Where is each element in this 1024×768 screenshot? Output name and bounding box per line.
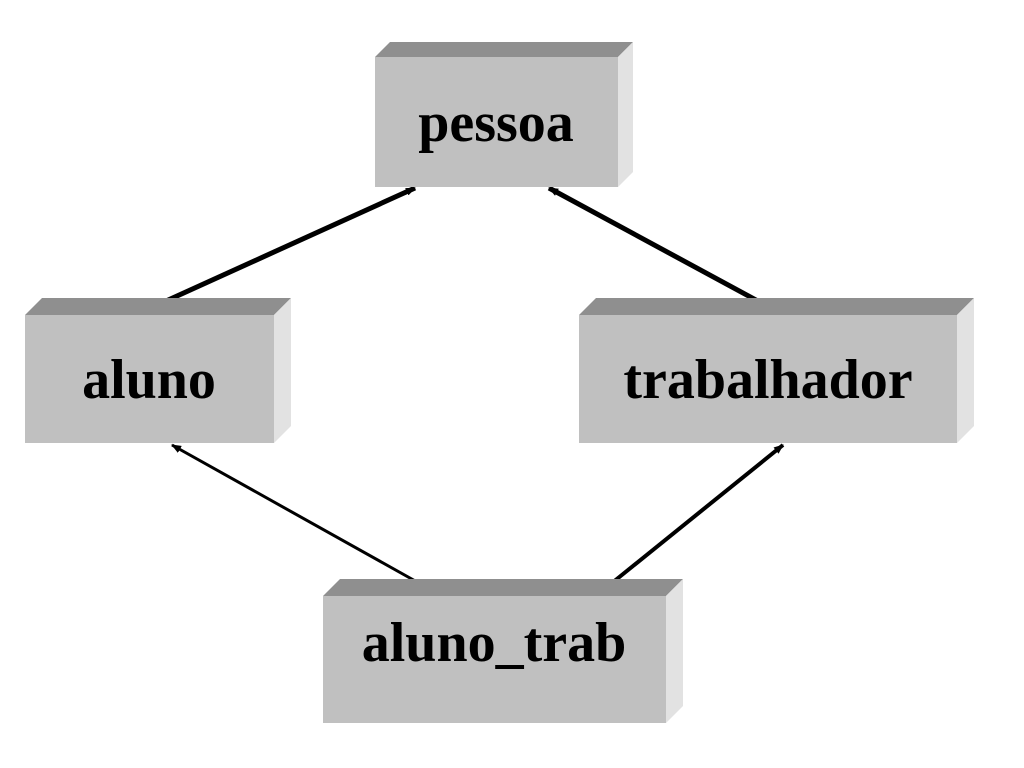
node-aluno: aluno xyxy=(25,298,291,443)
node-aluno-trab-label: aluno_trab xyxy=(362,612,627,674)
node-trabalhador-label: trabalhador xyxy=(623,349,912,411)
arrow-aluno-trab-to-aluno xyxy=(171,443,427,589)
arrow-aluno-trab-to-trabalhador xyxy=(605,443,785,589)
arrow-trabalhador-to-pessoa xyxy=(547,185,769,309)
node-aluno-trab: aluno_trab xyxy=(323,579,683,723)
node-aluno-label: aluno xyxy=(82,349,216,411)
arrows xyxy=(153,185,785,589)
node-pessoa-label: pessoa xyxy=(418,92,574,154)
node-trabalhador: trabalhador xyxy=(579,298,974,443)
arrow-aluno-to-pessoa xyxy=(153,185,417,309)
node-pessoa: pessoa xyxy=(375,42,633,187)
